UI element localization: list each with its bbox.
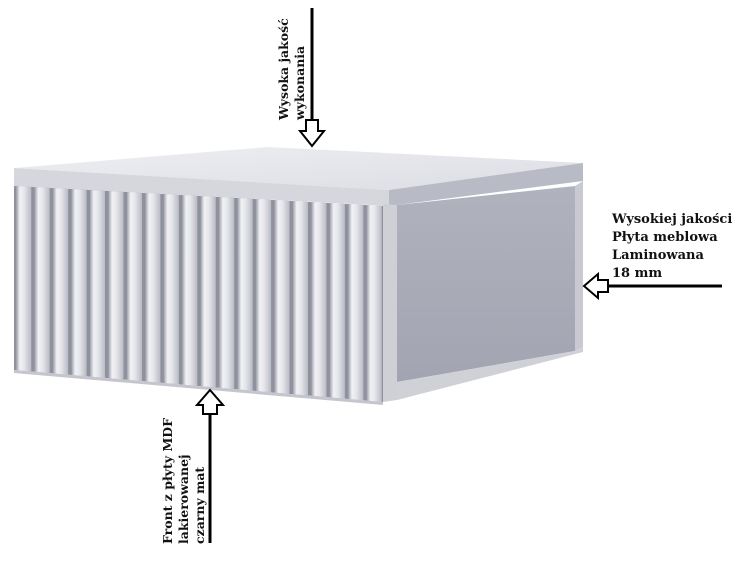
front-rib: [145, 193, 161, 383]
top-annotation: Wysoka jakość wykonania: [276, 18, 308, 120]
ribbed-front-panel: [14, 186, 383, 402]
side-panel: [397, 186, 575, 382]
top-panel-side-edge: [389, 163, 583, 206]
front-rib: [90, 190, 106, 378]
front-rib: [311, 202, 327, 398]
top-panel-front-edge: [14, 168, 389, 206]
front-rib: [34, 187, 50, 374]
front-rib: [348, 204, 364, 401]
right-annotation-line: Płyta meblowa: [612, 230, 718, 245]
front-rib: [256, 199, 272, 393]
right-annotation: Wysokiej jakości Płyta meblowa Laminowan…: [612, 211, 732, 283]
front-rib: [329, 203, 345, 399]
right-annotation-line: Wysokiej jakości: [612, 212, 733, 227]
arrow-down-icon: [297, 8, 327, 148]
front-rib: [219, 197, 235, 390]
bottom-annotation-line: lakierowanej: [176, 454, 191, 544]
arrow-up-icon: [194, 388, 226, 543]
front-rib: [237, 198, 253, 391]
bottom-annotation-line: Front z płyty MDF: [160, 418, 175, 544]
side-panel-back-edge: [575, 181, 583, 351]
bottom-front-edge: [14, 370, 383, 405]
side-panel-frame: [383, 204, 397, 402]
front-rib: [274, 200, 290, 394]
arrow-left-icon: [582, 271, 722, 301]
top-panel: [14, 147, 583, 190]
front-rib: [163, 194, 179, 385]
top-annotation-line: Wysoka jakość: [276, 18, 291, 120]
ribbed-front-background: [14, 186, 383, 402]
front-rib: [200, 196, 216, 388]
bottom-annotation-line: czarny mat: [192, 466, 207, 544]
right-annotation-line: 18 mm: [612, 266, 663, 281]
front-rib: [366, 205, 382, 402]
front-rib: [126, 192, 142, 382]
bottom-side-edge: [397, 347, 583, 400]
right-annotation-line: Laminowana: [612, 248, 704, 263]
front-rib: [292, 201, 308, 396]
front-rib: [182, 195, 198, 386]
top-annotation-line: wykonania: [292, 45, 307, 120]
front-rib: [16, 186, 32, 372]
front-rib: [71, 189, 87, 377]
front-rib: [53, 188, 69, 375]
front-rib: [108, 191, 124, 380]
bottom-annotation: Front z płyty MDF lakierowanej czarny ma…: [160, 418, 208, 544]
